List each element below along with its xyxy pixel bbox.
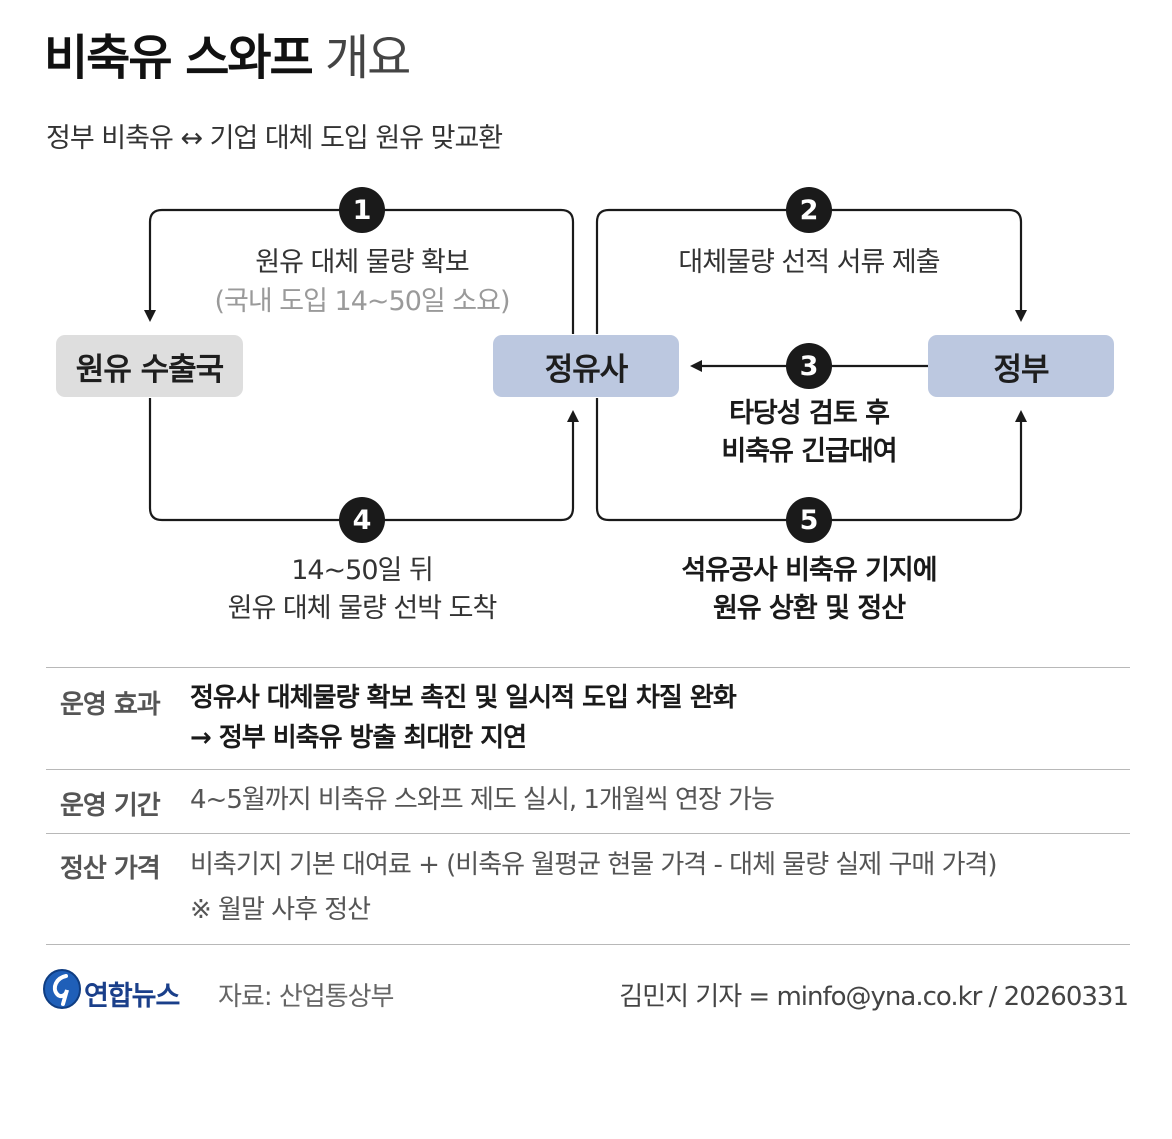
title-main: 비축유 스와프 bbox=[44, 30, 314, 86]
price-line1: 비축기지 기본 대여료 + (비축유 월평균 현물 가격 - 대체 물량 실제 … bbox=[190, 850, 998, 880]
node-exporter: 원유 수출국 bbox=[56, 335, 243, 397]
yonhap-logo-icon bbox=[43, 969, 81, 1009]
step-3-label-line2: 비축유 긴급대여 bbox=[721, 436, 897, 467]
step-5-label-line2: 원유 상환 및 정산 bbox=[712, 593, 906, 624]
period-heading: 운영 기간 bbox=[60, 791, 161, 821]
step-1-label: 원유 대체 물량 확보 bbox=[255, 247, 469, 278]
table-rule-top bbox=[46, 667, 1130, 668]
step-4-label-line2: 원유 대체 물량 선박 도착 bbox=[227, 593, 498, 624]
subtitle: 정부 비축유 ↔ 기업 대체 도입 원유 맞교환 bbox=[46, 123, 503, 154]
price-heading: 정산 가격 bbox=[60, 854, 161, 884]
step-2-badge: 2 bbox=[786, 187, 832, 233]
step-3-badge: 3 bbox=[786, 343, 832, 389]
step-4-badge: 4 bbox=[339, 497, 385, 543]
table-rule-2 bbox=[46, 769, 1130, 770]
step-2-label: 대체물량 선적 서류 제출 bbox=[678, 247, 940, 278]
table-rule-3 bbox=[46, 833, 1130, 834]
table-rule-bottom bbox=[46, 944, 1130, 945]
step-5-label-line1: 석유공사 비축유 기지에 bbox=[681, 555, 937, 586]
effect-line1: 정유사 대체물량 확보 촉진 및 일시적 도입 차질 완화 bbox=[190, 683, 737, 713]
step-4-label-line1: 14~50일 뒤 bbox=[291, 555, 434, 586]
node-refiner: 정유사 bbox=[493, 335, 679, 397]
flow-diagram bbox=[144, 208, 1027, 522]
node-government: 정부 bbox=[928, 335, 1114, 397]
logo-text: 연합뉴스 bbox=[84, 981, 180, 1012]
step-1-note: (국내 도입 14~50일 소요) bbox=[214, 286, 510, 317]
period-text: 4~5월까지 비축유 스와프 제도 실시, 1개월씩 연장 가능 bbox=[190, 785, 775, 815]
page-title: 비축유 스와프 개요 bbox=[44, 34, 411, 82]
price-line2: ※ 월말 사후 정산 bbox=[190, 895, 371, 925]
effect-heading: 운영 효과 bbox=[60, 690, 161, 720]
step-1-badge: 1 bbox=[339, 187, 385, 233]
step-5-badge: 5 bbox=[786, 497, 832, 543]
effect-line2: → 정부 비축유 방출 최대한 지연 bbox=[190, 723, 527, 753]
title-suffix: 개요 bbox=[324, 30, 411, 86]
step-3-label-line1: 타당성 검토 후 bbox=[729, 398, 890, 429]
credit-text: 김민지 기자 = minfo@yna.co.kr / 20260331 bbox=[619, 982, 1129, 1012]
source-text: 자료: 산업통상부 bbox=[218, 982, 394, 1012]
